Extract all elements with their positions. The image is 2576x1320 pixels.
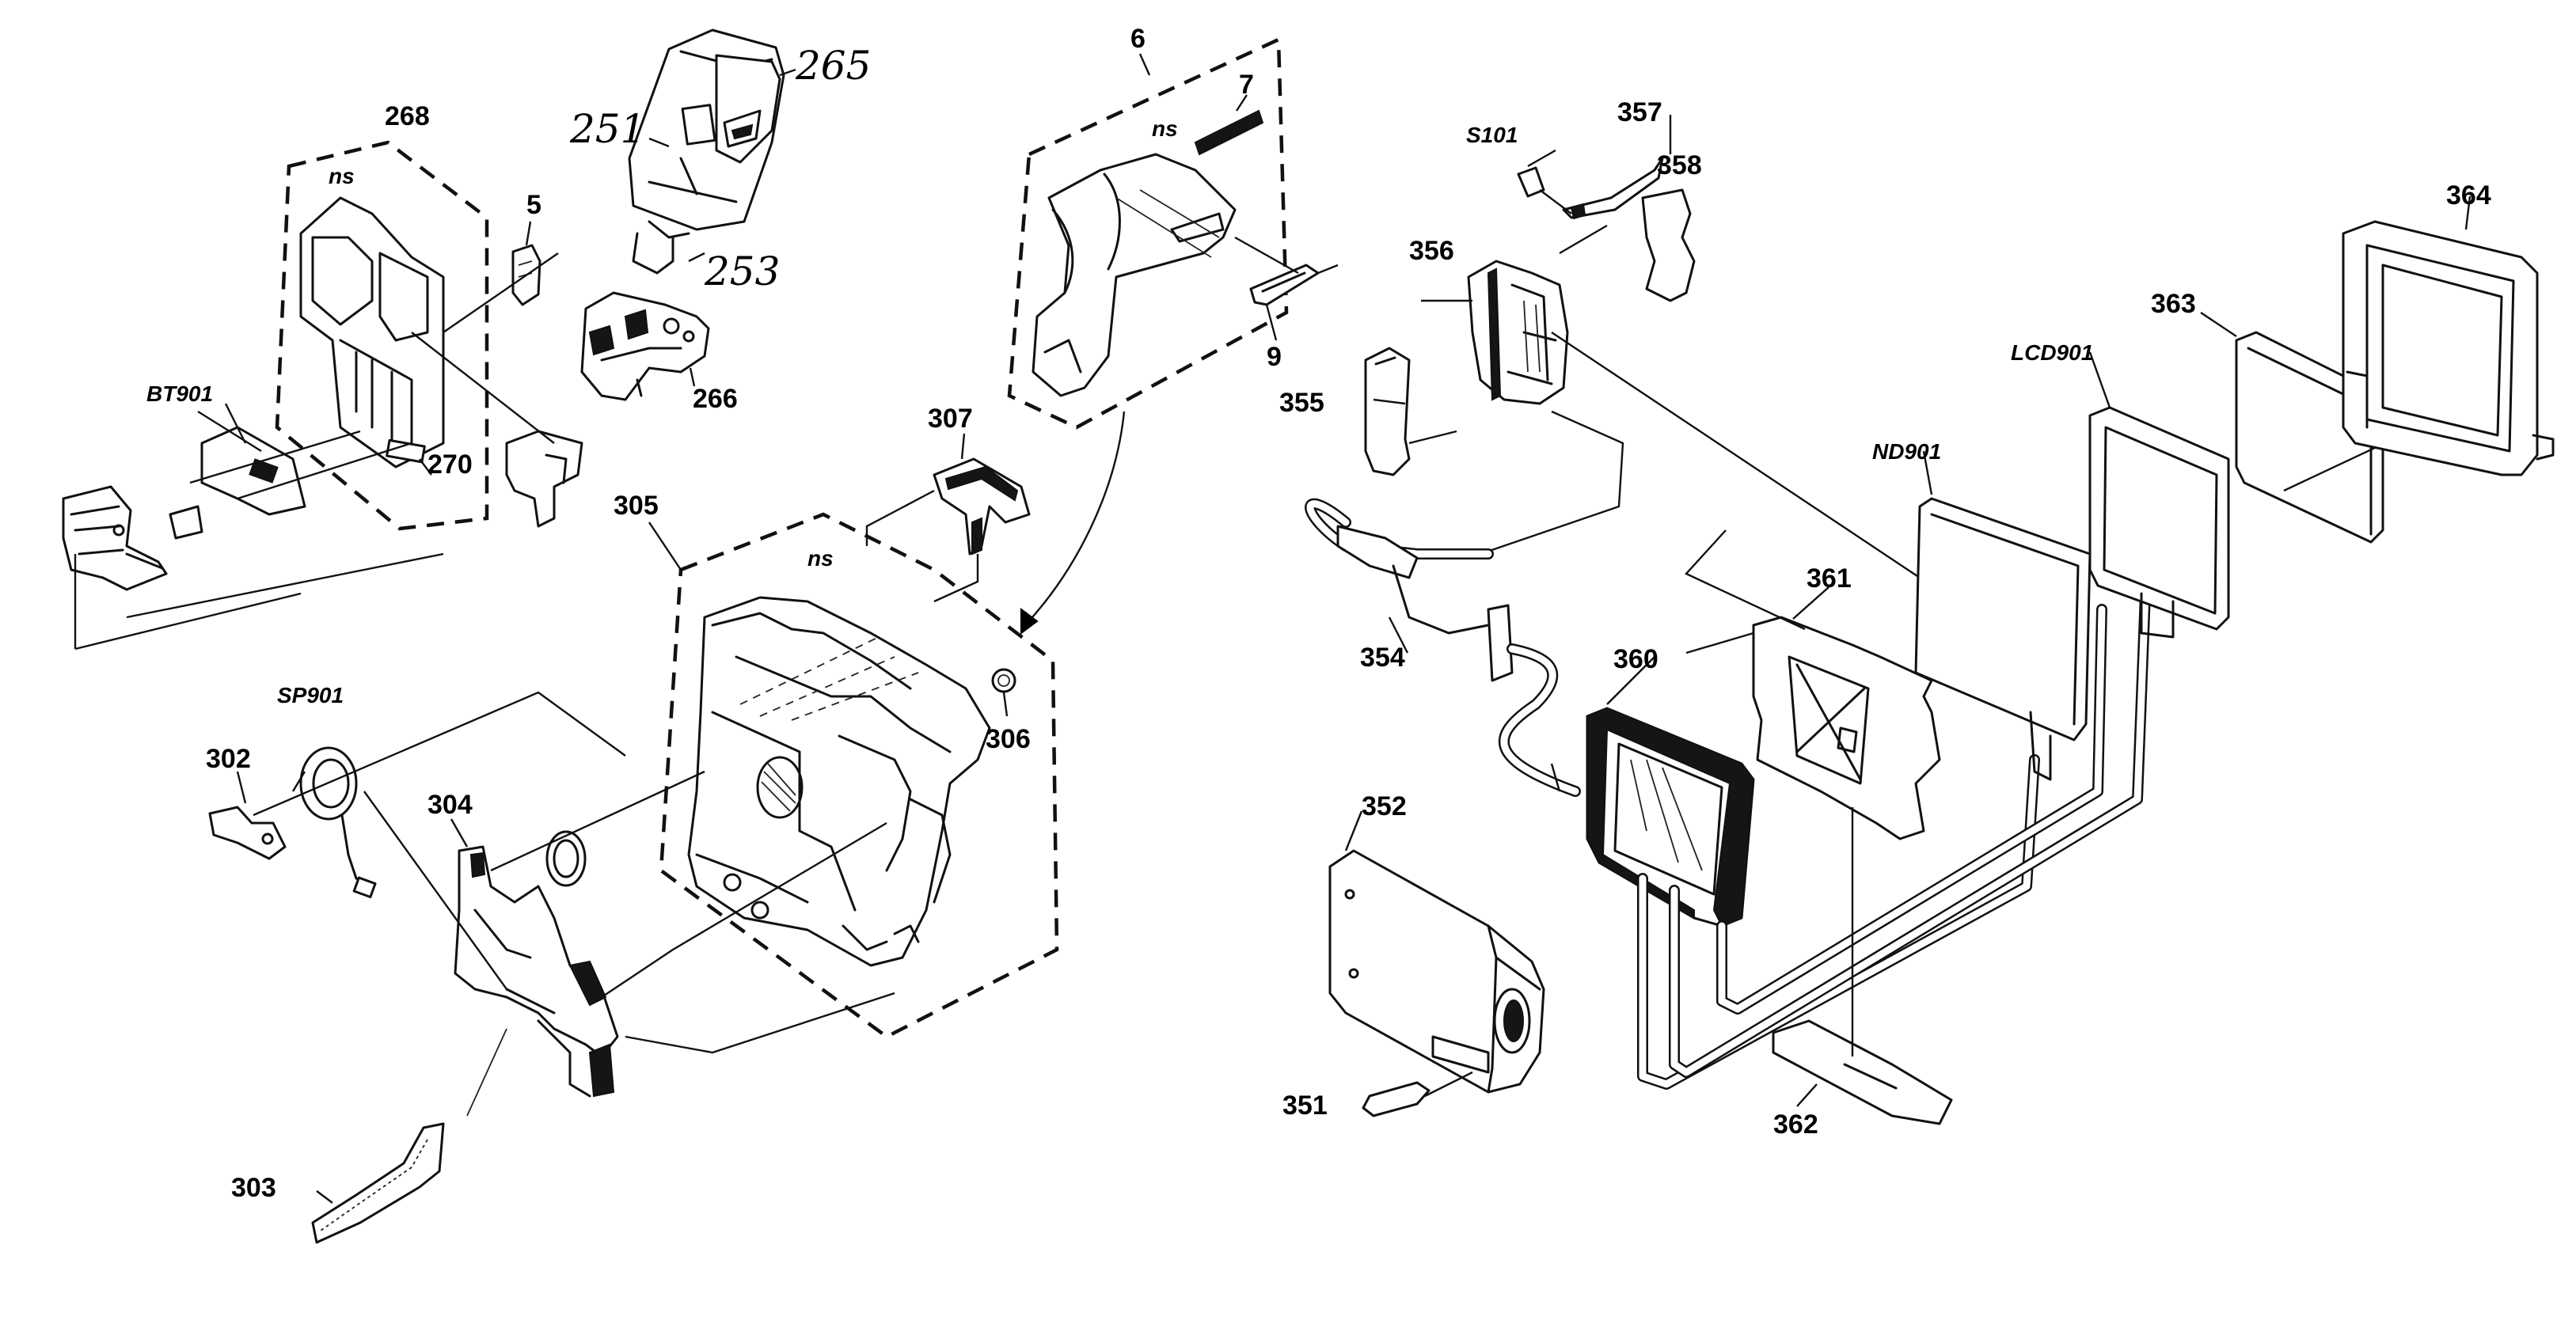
part-268-frame	[299, 196, 445, 468]
part-303-group	[311, 1028, 507, 1244]
label-364: 364	[2446, 180, 2491, 211]
part-352-battery	[1328, 849, 1545, 1094]
part-bt901	[200, 426, 306, 516]
label-253: 253	[704, 248, 780, 294]
label-7: 7	[1239, 70, 1254, 100]
part-358	[1641, 188, 1696, 302]
part-307-group	[865, 457, 1031, 603]
part-nd901	[1914, 497, 2092, 742]
leader-frame-left	[74, 252, 559, 651]
label-360: 360	[1613, 644, 1658, 674]
label-bt901: BT901	[146, 381, 213, 406]
part-361-bracket	[1752, 616, 1941, 840]
label-nd901: ND901	[1872, 439, 1941, 464]
part-304-group	[363, 770, 895, 1098]
part-7	[1194, 109, 1264, 156]
label-ns-6: ns	[1152, 116, 1178, 141]
part-364-frame	[2342, 220, 2539, 476]
label-355: 355	[1279, 388, 1324, 418]
dashed-outline-6	[1007, 36, 1289, 430]
dashed-outline-305	[659, 512, 1059, 1039]
label-251: 251	[569, 106, 645, 152]
label-361: 361	[1807, 563, 1852, 594]
label-352: 352	[1362, 791, 1407, 821]
speaker-group	[208, 691, 626, 899]
part-303-ribbon	[311, 1122, 445, 1244]
part-304-ring	[545, 830, 587, 887]
part-305-chassis	[687, 596, 991, 967]
lens-assembly-group	[580, 28, 785, 401]
lcd-assembly-group	[1305, 157, 2555, 1125]
label-357: 357	[1617, 97, 1662, 127]
label-6: 6	[1130, 24, 1146, 54]
label-351: 351	[1282, 1091, 1328, 1121]
part-306-ring	[991, 668, 1016, 693]
arrow-6-to-305	[1024, 411, 1126, 626]
label-303: 303	[231, 1173, 276, 1203]
dashed-outline-268	[275, 140, 489, 531]
label-304: 304	[427, 790, 473, 820]
label-305: 305	[614, 491, 659, 521]
part-9	[1249, 264, 1320, 306]
label-362: 362	[1773, 1109, 1818, 1140]
label-358: 358	[1657, 150, 1702, 180]
label-354: 354	[1360, 643, 1405, 673]
part-266-mechanism	[580, 291, 710, 401]
part-lcd901	[2088, 406, 2230, 631]
assembly-6-group	[1007, 36, 1339, 635]
assembly-268-group	[62, 140, 583, 651]
part-302-bracket	[208, 806, 287, 860]
part-363-panel	[2235, 331, 2384, 544]
label-5: 5	[526, 190, 541, 220]
part-356-frame	[1467, 260, 1569, 405]
label-sp901: SP901	[277, 683, 344, 707]
label-302: 302	[206, 744, 251, 774]
label-lcd901: LCD901	[2011, 340, 2093, 365]
label-9: 9	[1267, 342, 1282, 372]
label-363: 363	[2151, 289, 2196, 319]
callout-labels: 265 251 253 266 268 5 270 BT901 ns 6 7 n…	[146, 24, 2491, 1204]
label-307: 307	[928, 404, 973, 434]
part-s101	[1517, 166, 1545, 198]
part-355	[1364, 347, 1411, 476]
label-ns-268: ns	[329, 164, 355, 188]
part-351	[1362, 1081, 1430, 1117]
label-270: 270	[427, 449, 473, 480]
label-265: 265	[795, 43, 871, 89]
assembly-305-group	[659, 512, 1059, 1039]
label-306: 306	[986, 724, 1031, 754]
label-s101: S101	[1466, 123, 1518, 147]
label-356: 356	[1409, 236, 1454, 266]
part-6-housing	[1032, 153, 1237, 397]
part-bracket-right	[505, 430, 583, 528]
label-266: 266	[693, 384, 738, 414]
part-base-plate	[62, 485, 168, 591]
label-268: 268	[385, 101, 430, 131]
label-ns-305: ns	[807, 546, 834, 571]
